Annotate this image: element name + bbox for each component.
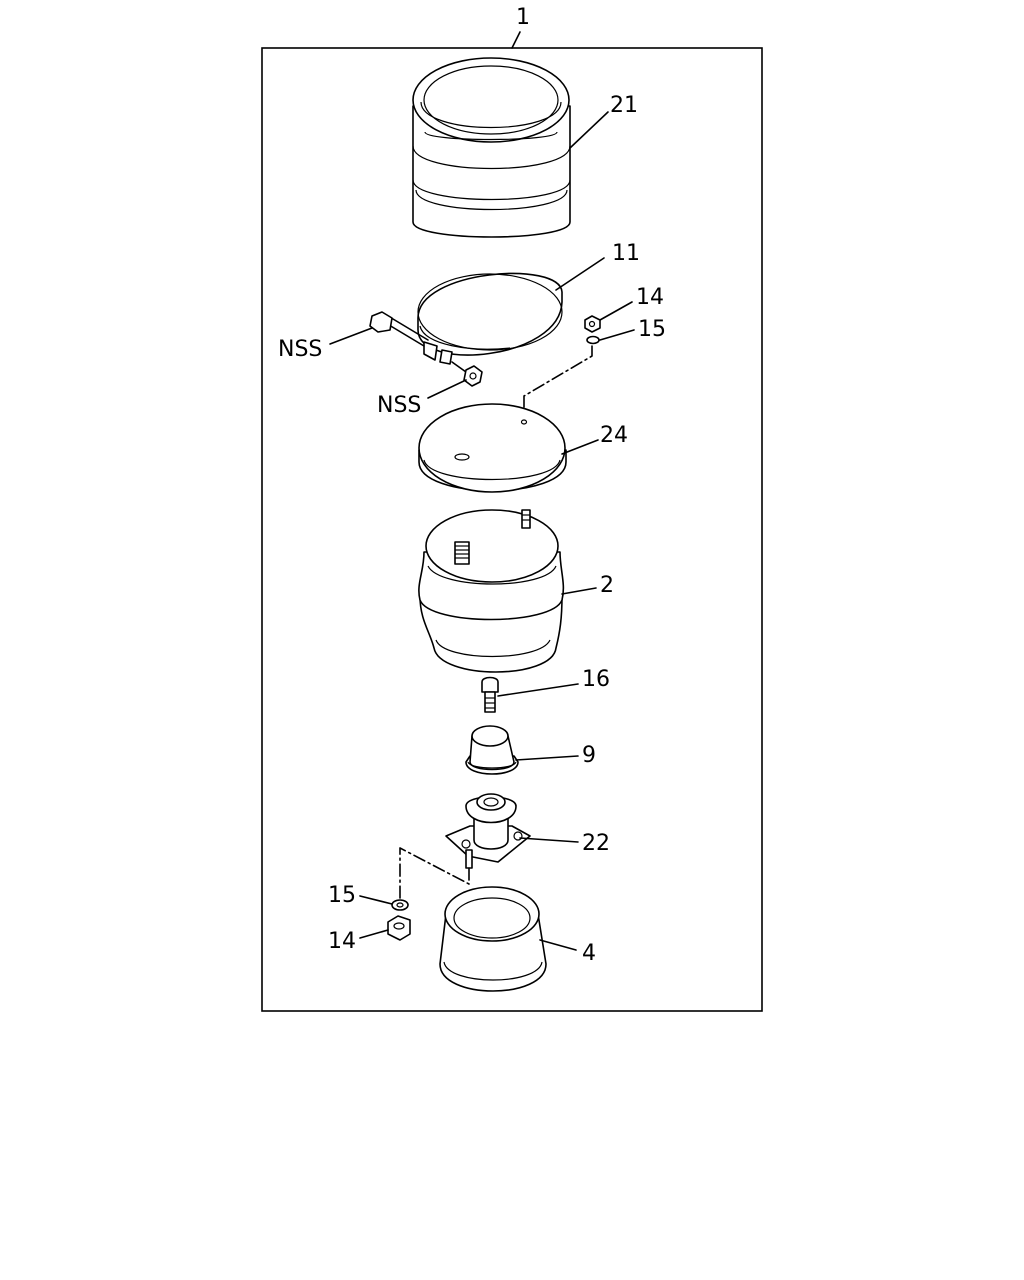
part-21-cover-ring [412, 57, 571, 238]
label-nss-nut: NSS [377, 393, 421, 418]
leader-15-lower [359, 895, 393, 905]
part-22-piston-mount [445, 793, 531, 869]
label-16: 16 [582, 667, 610, 692]
part-4-lower-cup [439, 886, 547, 992]
leader-22 [519, 837, 579, 843]
label-14-lower: 14 [328, 929, 356, 954]
label-2: 2 [600, 573, 614, 598]
leader-14-top [599, 301, 633, 321]
part-15-washer-top [586, 335, 600, 345]
label-22: 22 [582, 831, 610, 856]
part-15-washer-lower [391, 899, 409, 911]
leader-4 [539, 939, 577, 951]
alignment-line-top [523, 345, 593, 421]
leader-16 [497, 683, 579, 697]
label-1-assembly: 1 [516, 5, 530, 30]
part-14-nut-top [584, 315, 601, 333]
label-9: 9 [582, 743, 596, 768]
leader-11 [555, 257, 605, 291]
label-11: 11 [612, 241, 640, 266]
label-14-top: 14 [636, 285, 664, 310]
assembly-leader [511, 31, 521, 49]
nss-bolt [369, 311, 429, 347]
leader-nss-nut [427, 379, 467, 399]
leader-21 [569, 111, 609, 149]
part-24-upper-plate [418, 403, 567, 493]
part-16-bolt [481, 676, 499, 713]
label-21: 21 [610, 93, 638, 118]
part-14-nut-lower [387, 915, 411, 941]
alignment-line-lower [399, 847, 470, 899]
leader-nss-bolt [329, 327, 373, 345]
leader-9 [515, 755, 579, 761]
label-4: 4 [582, 941, 596, 966]
label-15-top: 15 [638, 317, 666, 342]
leader-15-top [599, 329, 635, 341]
part-9-bump-stop [465, 725, 519, 775]
nss-nut [451, 361, 483, 387]
part-2-air-bellows [418, 509, 565, 673]
part-11-clamp-band [417, 272, 563, 365]
label-24: 24 [600, 423, 628, 448]
leader-14-lower [359, 929, 389, 939]
label-nss-bolt: NSS [278, 337, 322, 362]
leader-2 [561, 587, 597, 595]
leader-24 [561, 439, 599, 455]
label-15-lower: 15 [328, 883, 356, 908]
